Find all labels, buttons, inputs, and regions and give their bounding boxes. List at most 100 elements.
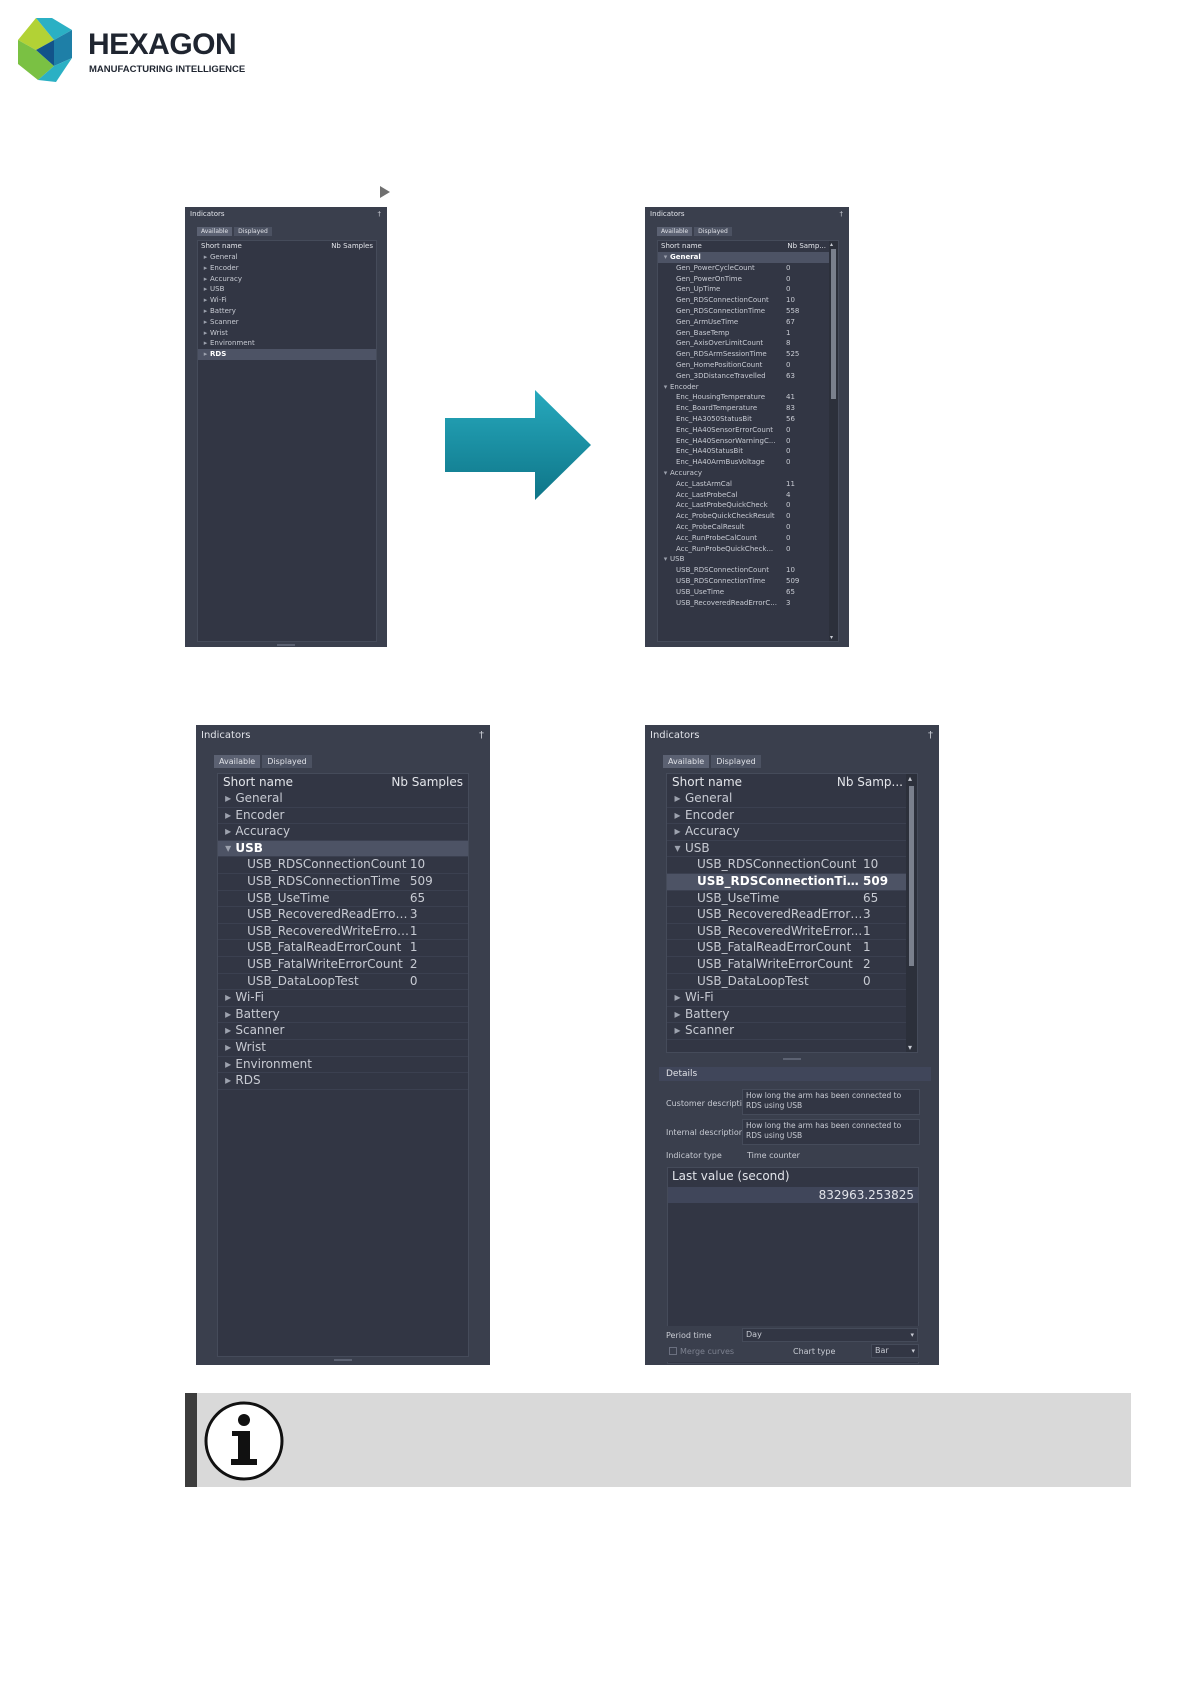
tree-category-row[interactable]: ▸General	[198, 252, 376, 263]
scroll-down-arrow[interactable]: ▾	[830, 634, 834, 641]
tree-category-row[interactable]: ▸RDS	[198, 349, 376, 360]
expand-right-icon[interactable]: ▸	[203, 296, 208, 305]
resize-grip[interactable]	[277, 644, 295, 646]
tree-indicator-row[interactable]: Enc_HA40SensorWarningC...0	[658, 436, 838, 447]
tree-category-row[interactable]: ▸Accuracy	[667, 824, 917, 841]
expand-right-icon[interactable]: ▸	[203, 328, 208, 337]
pin-icon[interactable]: †	[479, 730, 484, 741]
header-short-name[interactable]: Short name	[223, 775, 294, 789]
tree-category-row[interactable]: ▸Encoder	[667, 808, 917, 825]
tree-category-row[interactable]: ▾Accuracy	[658, 468, 838, 479]
tab-available[interactable]: Available	[214, 755, 261, 768]
tree-category-row[interactable]: ▸RDS	[218, 1073, 468, 1090]
expand-right-icon[interactable]: ▸	[225, 1039, 232, 1054]
chart-type-dropdown[interactable]: Bar ▾	[871, 1344, 919, 1358]
header-short-name[interactable]: Short name	[661, 242, 702, 250]
expand-down-icon[interactable]: ▾	[225, 840, 232, 855]
scrollbar-thumb[interactable]	[909, 786, 914, 966]
vertical-scrollbar[interactable]: ▴ ▾	[906, 774, 917, 1052]
tree-category-row[interactable]: ▸Scanner	[218, 1023, 468, 1040]
expand-down-icon[interactable]: ▾	[663, 382, 668, 391]
expand-right-icon[interactable]: ▸	[203, 306, 208, 315]
expand-right-icon[interactable]: ▸	[225, 1006, 232, 1021]
header-nb-samples[interactable]: Nb Samp...	[787, 242, 826, 250]
tree-category-row[interactable]: ▸General	[667, 791, 917, 808]
tree-category-row[interactable]: ▸Encoder	[218, 808, 468, 825]
tree-category-row[interactable]: ▸Scanner	[667, 1023, 917, 1040]
tree-indicator-row[interactable]: USB_RecoveredWriteErrorCo...1	[218, 924, 468, 941]
tree-category-row[interactable]: ▸Environment	[198, 338, 376, 349]
tree-category-row[interactable]: ▾Encoder	[658, 382, 838, 393]
tab-displayed[interactable]: Displayed	[694, 227, 732, 236]
tree-category-row[interactable]: ▾USB	[218, 840, 468, 858]
expand-down-icon[interactable]: ▾	[674, 840, 681, 855]
expand-right-icon[interactable]: ▸	[203, 285, 208, 294]
pin-icon[interactable]: †	[377, 210, 382, 218]
expand-right-icon[interactable]: ▸	[225, 791, 232, 805]
pin-icon[interactable]: †	[839, 210, 844, 218]
tree-category-row[interactable]: ▾General	[658, 252, 838, 263]
tree-indicator-row[interactable]: USB_RecoveredWriteError...1	[667, 924, 917, 941]
scroll-up-arrow[interactable]: ▴	[830, 241, 834, 248]
tree-category-row[interactable]: ▸Accuracy	[218, 824, 468, 841]
tree-category-row[interactable]: ▸Wrist	[218, 1040, 468, 1057]
pin-icon[interactable]: †	[928, 730, 933, 741]
expand-right-icon[interactable]: ▸	[225, 807, 232, 822]
tree-category-row[interactable]: ▸Battery	[667, 1007, 917, 1024]
expand-down-icon[interactable]: ▾	[663, 253, 668, 261]
period-time-dropdown[interactable]: Day ▾	[742, 1328, 918, 1342]
merge-curves-checkbox[interactable]	[669, 1347, 677, 1355]
tree-category-row[interactable]: ▸Scanner	[198, 317, 376, 328]
tree-category-row[interactable]: ▸Wi-Fi	[218, 990, 468, 1007]
splitter-grip[interactable]	[783, 1058, 801, 1060]
tree-category-row[interactable]: ▾USB	[667, 841, 917, 858]
tree-category-row[interactable]: ▸Encoder	[198, 263, 376, 274]
tree-indicator-row[interactable]: USB_RecoveredReadErrorC...3	[658, 598, 838, 609]
customer-description-field[interactable]: How long the arm has been connected to R…	[742, 1089, 920, 1115]
tab-available[interactable]: Available	[657, 227, 693, 236]
expand-right-icon[interactable]: ▸	[203, 274, 208, 283]
tree-indicator-row[interactable]: USB_RecoveredReadErrorCo...3	[218, 907, 468, 924]
expand-right-icon[interactable]: ▸	[225, 1023, 232, 1038]
expand-right-icon[interactable]: ▸	[203, 317, 208, 326]
tab-displayed[interactable]: Displayed	[234, 227, 272, 236]
expand-right-icon[interactable]: ▸	[203, 253, 208, 261]
expand-right-icon[interactable]: ▸	[674, 1006, 681, 1021]
tree-category-row[interactable]: ▸Accuracy	[198, 274, 376, 285]
tab-available[interactable]: Available	[663, 755, 710, 768]
tree-category-row[interactable]: ▸General	[218, 791, 468, 808]
header-short-name[interactable]: Short name	[201, 242, 242, 250]
scroll-down-arrow[interactable]: ▾	[908, 1043, 913, 1052]
tree-indicator-row[interactable]: USB_RecoveredReadErrorC...3	[667, 907, 917, 924]
expand-right-icon[interactable]: ▸	[674, 990, 681, 1005]
scroll-up-arrow[interactable]: ▴	[908, 774, 913, 783]
expand-down-icon[interactable]: ▾	[663, 555, 668, 564]
tree-category-row[interactable]: ▸Wrist	[198, 328, 376, 339]
tree-category-row[interactable]: ▸Battery	[218, 1007, 468, 1024]
